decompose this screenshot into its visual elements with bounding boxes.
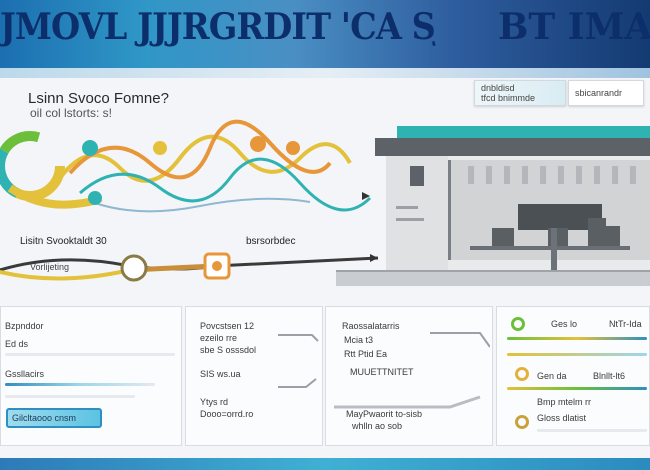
info-subtitle: oil col lstorts: s!	[30, 106, 113, 120]
station-crate-4	[606, 226, 620, 248]
panel3-arrows	[334, 332, 490, 409]
wave-teal	[79, 157, 372, 212]
panel4-line-1: NtTr-Ida	[609, 319, 642, 329]
station-shelf	[470, 246, 630, 250]
ring-green	[0, 131, 65, 201]
panel2-line-5: Dooo=orrd.ro	[200, 409, 254, 419]
panel3-line-2: Rtt Ptid Ea	[344, 349, 388, 359]
panel3-line-3: MUUETTNITET	[350, 367, 414, 377]
panel4-line-2: Gen da	[537, 371, 567, 381]
banner-strip	[0, 68, 650, 78]
station-crate-1	[492, 228, 514, 246]
node-orange-2	[286, 141, 300, 155]
panel2-line-2: sbe S osssdol	[200, 345, 257, 355]
wall-lamp	[410, 166, 424, 186]
station-pillar	[551, 228, 557, 270]
info-title: Lsinn Svoco Fomne?	[28, 90, 169, 107]
progress-timeline	[0, 252, 379, 282]
tag-box-a[interactable]: dnbldisd tfcd bnimmde	[474, 80, 566, 106]
panel4-icon-2	[515, 367, 529, 381]
panel3-line-1: Mcia t3	[344, 335, 374, 345]
arrow-head	[362, 192, 370, 200]
node-teal-2	[88, 191, 102, 205]
panel4-line-3: Blnllt-lt6	[593, 371, 626, 381]
panel1-action-button[interactable]: Gilcltaooo cnsm	[6, 408, 102, 428]
station-roof	[397, 126, 650, 138]
panel4-icon-1	[511, 317, 525, 331]
progress-marker-label: bsrsorbdec	[246, 236, 296, 247]
panel-2: Povcstsen 12 ezeilo rre sbe S osssdol SI…	[185, 306, 323, 446]
panel-4: Ges lo NtTr-Ida Gen da Blnllt-lt6 Bmp mt…	[496, 306, 650, 446]
panel3-line-0: Raossalatarris	[342, 321, 400, 331]
station-crate-3	[588, 218, 606, 246]
tag-box-b[interactable]: sbicanrandr	[568, 80, 644, 106]
panel2-line-3: SIS ws.ua	[200, 369, 241, 379]
tag-b-label: sbicanrandr	[575, 88, 623, 98]
progress-label: Lisitn Svooktaldt 30	[20, 236, 107, 247]
panel4-line-4: Bmp mtelm rr	[537, 397, 591, 407]
node-teal	[82, 140, 98, 156]
panel3-line-5: whlln ao sob	[352, 421, 403, 431]
panel-3: Raossalatarris Mcia t3 Rtt Ptid Ea MUUET…	[325, 306, 493, 446]
banner-right-title: BT IMATOI	[498, 6, 650, 48]
station-base	[336, 270, 650, 286]
station-wall	[386, 156, 448, 270]
panel2-arrows	[278, 334, 319, 388]
panel1-line-0: Bzpnddor	[5, 321, 44, 331]
node-orange-1	[250, 136, 266, 152]
banner-title: JMOVL JJJRGRDIT 'CA SJTSOMS'	[0, 6, 435, 48]
panel3-line-4: MayPwaorit to-sisb	[346, 409, 423, 419]
wave-light	[94, 197, 311, 213]
panel4-line-5: Gloss dlatist	[537, 413, 587, 423]
panel4-icon-3	[515, 415, 529, 429]
wave-illustration	[0, 119, 372, 213]
station-eave	[375, 138, 650, 156]
tag-a-label: dnbldisd	[481, 83, 515, 93]
panel1-line-1: Ed ds	[5, 339, 29, 349]
progress-sub-label: Vorlijeting	[30, 262, 70, 272]
wave-yellow	[58, 134, 352, 183]
panel2-line-4: Ytys rd	[200, 397, 229, 407]
header-banner: JMOVL JJJRGRDIT 'CA SJTSOMS' BT IMATOI	[0, 0, 650, 68]
panel2-line-0: Povcstsen 12	[200, 321, 255, 331]
panel2-line-1: ezeilo rre	[200, 333, 238, 343]
node-yellow	[153, 141, 167, 155]
wave-orange	[68, 119, 332, 180]
tag-a-sub: tfcd bnimmde	[481, 93, 536, 103]
bottom-strip	[0, 458, 650, 470]
panel4-line-0: Ges lo	[551, 319, 578, 329]
timeline-node-1	[120, 254, 148, 282]
panel1-line-2: Gssllacirs	[5, 369, 45, 379]
